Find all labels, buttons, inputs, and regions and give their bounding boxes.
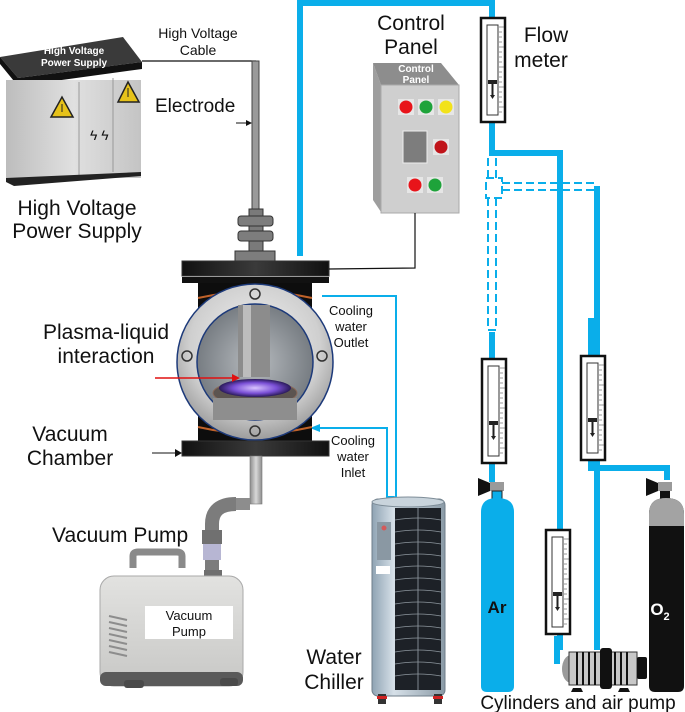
- vacuum-pump: Vacuum Pump: [99, 548, 244, 688]
- hv-power-supply-label: High Voltage Power Supply: [12, 197, 142, 243]
- vacuum-pump-box-line2: Pump: [172, 624, 206, 639]
- bolt-icon: [316, 350, 328, 362]
- vacuum-chamber-label: Vacuum Chamber: [27, 423, 113, 470]
- cooling-inlet-label: Cooling water Inlet: [331, 433, 375, 480]
- cylinders-label: Cylinders and air pump: [480, 693, 675, 712]
- svg-text:water: water: [336, 449, 369, 464]
- svg-text:Chamber: Chamber: [27, 447, 113, 470]
- svg-text:Vacuum: Vacuum: [32, 423, 107, 446]
- svg-text:Control: Control: [377, 12, 445, 35]
- hv-lid-line2: Power Supply: [41, 58, 108, 69]
- plasma-arrow: [155, 374, 240, 382]
- control-button-bottom-1[interactable]: [407, 177, 423, 193]
- float-indicator-icon: [553, 592, 562, 611]
- svg-text:Cooling: Cooling: [329, 303, 373, 318]
- svg-text:Water: Water: [306, 646, 361, 669]
- vacuum-chamber: [176, 260, 334, 457]
- oxygen-label: O2: [650, 600, 669, 623]
- svg-text:High Voltage: High Voltage: [158, 25, 238, 41]
- flow-meter-main: [479, 16, 507, 124]
- control-lid-line2: Panel: [403, 75, 430, 86]
- gas-line-dashed-bypass: [485, 158, 597, 331]
- svg-text:Panel: Panel: [384, 36, 438, 59]
- control-button-middle-1[interactable]: [433, 139, 449, 155]
- svg-text:Inlet: Inlet: [341, 465, 366, 480]
- flow-meter-argon: [480, 357, 508, 465]
- svg-text:High Voltage: High Voltage: [17, 197, 136, 220]
- cooling-outlet-label: Cooling water Outlet: [329, 303, 373, 350]
- float-indicator-icon: [489, 421, 498, 440]
- lightning-icon: ϟ ϟ: [90, 127, 109, 143]
- control-lid-line1: Control: [398, 64, 434, 75]
- svg-text:water: water: [334, 319, 367, 334]
- gas-line-main: [297, 0, 563, 650]
- flow-meter-oxygen: [579, 354, 607, 462]
- svg-text:Power Supply: Power Supply: [12, 220, 142, 243]
- control-button-top-1[interactable]: [398, 99, 414, 115]
- control-button-bottom-2[interactable]: [427, 177, 443, 193]
- electrode-label: Electrode: [155, 96, 235, 117]
- vacuum-pump-box-line1: Vacuum: [166, 608, 213, 623]
- svg-text:Outlet: Outlet: [334, 335, 369, 350]
- bolt-icon: [249, 288, 261, 300]
- plasma-liquid-label: Plasma-liquid interaction: [43, 321, 169, 368]
- argon-label: Ar: [488, 598, 507, 617]
- svg-text:interaction: interaction: [58, 345, 155, 368]
- oxygen-cylinder: O2: [646, 478, 684, 692]
- flow-meter-label: Flow meter: [514, 24, 569, 72]
- svg-text:meter: meter: [514, 49, 568, 72]
- water-chiller: [371, 496, 446, 704]
- argon-cylinder: Ar: [478, 478, 514, 692]
- air-pump: [554, 636, 647, 692]
- bolt-icon: [181, 350, 193, 362]
- flow-meter-air: [544, 528, 572, 636]
- svg-text:Cooling: Cooling: [331, 433, 375, 448]
- gas-line-oxygen-bottom: [588, 461, 670, 480]
- vacuum-chamber-arrow: [152, 449, 182, 457]
- hv-lid-line1: High Voltage: [44, 46, 105, 57]
- control-wire: [328, 213, 416, 270]
- svg-text:Flow: Flow: [524, 24, 569, 47]
- electrode-arrow: [236, 120, 252, 126]
- display-screen: [402, 130, 428, 164]
- plasma-glow: [219, 379, 291, 397]
- vacuum-line: [202, 455, 263, 580]
- control-button-top-3[interactable]: [438, 99, 454, 115]
- svg-text:Chiller: Chiller: [304, 671, 364, 694]
- electrode-feedthrough: [234, 208, 276, 262]
- electrode-rod: [251, 60, 260, 212]
- control-panel-label: Control Panel: [377, 12, 445, 59]
- control-panel: Control Panel: [373, 63, 460, 214]
- bolt-icon: [249, 425, 261, 437]
- float-indicator-icon: [588, 418, 597, 437]
- svg-text:Cable: Cable: [180, 42, 217, 58]
- hv-power-supply: High Voltage Power Supply ϟ ϟ: [0, 37, 142, 186]
- svg-text:Plasma-liquid: Plasma-liquid: [43, 321, 169, 344]
- water-chiller-label: Water Chiller: [304, 646, 364, 694]
- float-indicator-icon: [488, 80, 497, 99]
- control-button-top-2[interactable]: [418, 99, 434, 115]
- vacuum-pump-label: Vacuum Pump: [52, 524, 188, 547]
- hv-cable-label: High Voltage Cable: [158, 25, 238, 58]
